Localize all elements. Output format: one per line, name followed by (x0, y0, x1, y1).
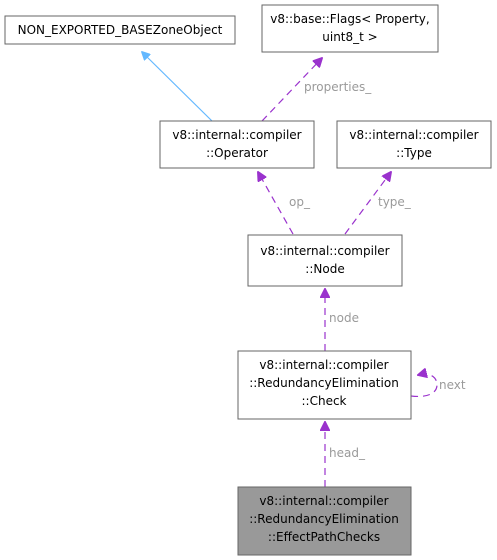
node-operator[interactable]: v8::internal::compiler ::Operator (159, 120, 315, 169)
node-base-zone-object-line-1: NON_EXPORTED_BASEZoneObject (18, 23, 223, 37)
node-base-zone-object[interactable]: NON_EXPORTED_BASEZoneObject (4, 15, 236, 45)
node-effect-path-checks-line-1: v8::internal::compiler (259, 494, 388, 508)
node-flags-line-1: v8::base::Flags< Property, (270, 12, 429, 26)
node-effect-path-checks-line-2: ::RedundancyElimination (249, 512, 399, 526)
node-node[interactable]: v8::internal::compiler ::Node (247, 234, 403, 287)
node-flags[interactable]: v8::base::Flags< Property, uint8_t > (261, 4, 439, 53)
edge-label-next: next (439, 378, 466, 392)
node-operator-line-2: ::Operator (206, 146, 268, 160)
edge-node-to-type (344, 172, 391, 235)
node-operator-line-1: v8::internal::compiler (172, 128, 301, 142)
edge-operator-to-flags (261, 58, 322, 122)
node-check[interactable]: v8::internal::compiler ::RedundancyElimi… (237, 350, 412, 420)
node-effect-path-checks-line-3: ::EffectPathChecks (268, 530, 380, 544)
node-effect-path-checks[interactable]: v8::internal::compiler ::RedundancyElimi… (237, 486, 412, 556)
node-type-line-2: ::Type (396, 146, 432, 160)
node-node-line-2: ::Node (305, 262, 344, 276)
edge-label-properties: properties_ (304, 80, 372, 94)
node-type[interactable]: v8::internal::compiler ::Type (336, 120, 492, 169)
node-flags-line-2: uint8_t > (322, 30, 377, 44)
node-node-line-1: v8::internal::compiler (260, 244, 389, 258)
node-check-line-3: ::Check (302, 394, 347, 408)
edge-label-node: node (329, 311, 359, 325)
node-type-line-1: v8::internal::compiler (349, 128, 478, 142)
edge-check-self-next (410, 374, 438, 398)
edge-label-head: head_ (329, 446, 366, 460)
edge-label-type: type_ (378, 195, 412, 209)
node-check-line-2: ::RedundancyElimination (249, 376, 399, 390)
node-check-line-1: v8::internal::compiler (259, 358, 388, 372)
edge-operator-to-base-zone-object (142, 52, 213, 122)
edge-node-to-operator (258, 172, 294, 235)
edge-label-op: op_ (289, 195, 311, 209)
